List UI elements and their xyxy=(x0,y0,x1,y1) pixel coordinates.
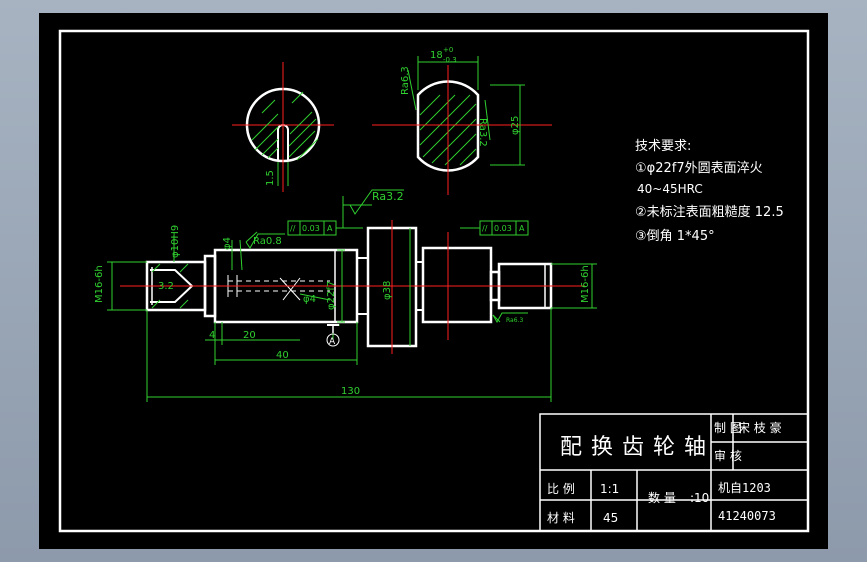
drawing-frame xyxy=(58,29,810,533)
ra-3-2: Ra3.2 xyxy=(477,118,488,147)
thread-right: M16-6h xyxy=(580,265,591,303)
dim-phi-10h9: φ10H9 xyxy=(170,225,181,258)
hole-hatch xyxy=(151,263,189,309)
tol-left-value: 0.03 xyxy=(302,224,320,233)
qty-label: 数 量 xyxy=(648,490,676,505)
tech-line-1: ①φ22f7外圆表面淬火 xyxy=(635,161,763,176)
tol-right-value: 0.03 xyxy=(494,224,512,233)
dim-1-5: 1.5 xyxy=(265,170,276,186)
dim-130: 130 xyxy=(341,386,360,397)
ra-tiny-label: Ra6.3 xyxy=(506,317,523,324)
datum-circle xyxy=(326,333,340,347)
tech-requirements: 技术要求: ①φ22f7外圆表面淬火 40~45HRC ②未标注表面粗糙度 12… xyxy=(635,139,784,244)
section-left xyxy=(232,62,334,192)
dim-18-tol-lower: -0.3 xyxy=(443,56,457,64)
material-value: 45 xyxy=(603,511,618,525)
dim-4: 4 xyxy=(209,330,215,341)
qty-value: :10 xyxy=(690,491,709,505)
material-label: 材 料 xyxy=(547,511,575,525)
dim-phi-38: φ38 xyxy=(382,281,393,300)
datum-label: A xyxy=(329,337,336,347)
tol-frame-left xyxy=(287,220,337,236)
part-name: 配换齿轮轴 xyxy=(560,435,715,460)
ra-tiny-symbol xyxy=(492,312,528,324)
dim-40: 40 xyxy=(276,350,289,361)
shaft-main xyxy=(145,226,553,348)
scale-label: 比 例 xyxy=(547,482,575,496)
drawing-canvas[interactable] xyxy=(39,13,828,549)
class-code: 机自1203 xyxy=(718,481,771,495)
dim-phi-25: φ25 xyxy=(510,116,521,135)
ra-small-symbol xyxy=(245,233,285,249)
ra-top-label: Ra3.2 xyxy=(372,190,404,203)
ra-top-symbol xyxy=(349,189,404,215)
scale-value: 1:1 xyxy=(600,482,619,496)
tol-left-datum: A xyxy=(327,224,333,233)
student-number: 41240073 xyxy=(718,509,776,523)
tech-line-4: ③倒角 1*45° xyxy=(635,229,715,244)
dim-phi-22f7: φ22f7 xyxy=(326,281,337,310)
tol-right-datum: A xyxy=(519,224,525,233)
dim-phi-4-b: φ4 xyxy=(303,294,316,305)
dim-18: 18 xyxy=(430,50,443,61)
section-right xyxy=(372,56,552,195)
dim-phi-4-a: φ4 xyxy=(222,237,233,250)
checked-label: 审 核 xyxy=(714,448,742,463)
title-block xyxy=(539,413,809,532)
thread-left: M16-6h xyxy=(94,265,105,303)
ra-6-3: Ra6.3 xyxy=(400,66,411,95)
dim-18-tol-upper: +0 xyxy=(443,46,453,54)
designer-names: 宋 枝 豪 xyxy=(738,420,782,435)
ra-small-label: Ra0.8 xyxy=(253,236,282,247)
tol-frame-right xyxy=(479,220,529,236)
tech-line-2: 40~45HRC xyxy=(637,182,703,196)
tech-line-3: ②未标注表面粗糙度 12.5 xyxy=(635,204,784,220)
tol-right-symbol: // xyxy=(482,224,488,233)
tech-heading: 技术要求: xyxy=(635,139,691,154)
made-by-label: 制 图 xyxy=(714,421,742,435)
tol-left-symbol: // xyxy=(290,224,296,233)
dim-20: 20 xyxy=(243,330,256,341)
chamfer-label: 3.2 xyxy=(158,281,174,292)
